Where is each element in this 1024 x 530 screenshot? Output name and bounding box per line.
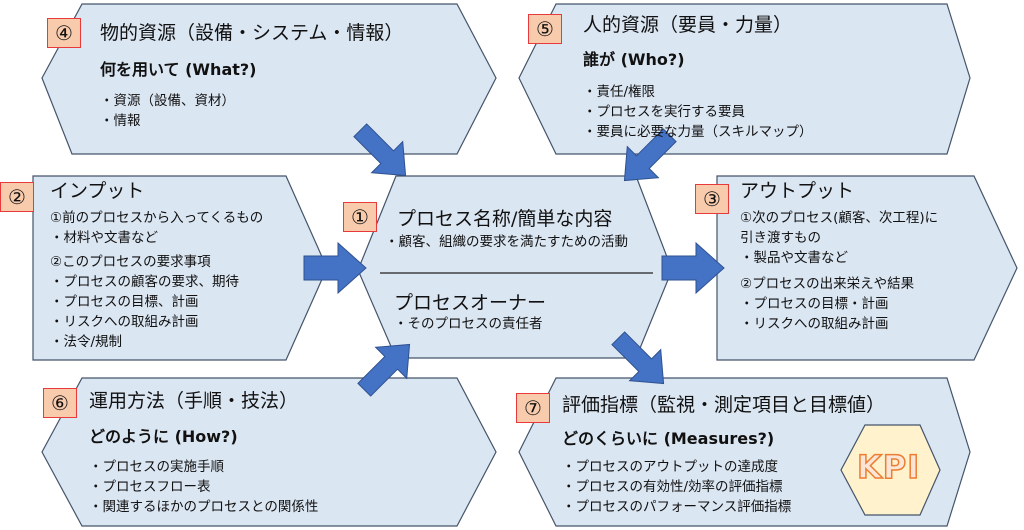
arrow-physical-to-process — [353, 123, 407, 177]
output-shape — [716, 175, 1018, 361]
human-resources-title: 人的資源（要員・力量） — [583, 14, 793, 36]
list-item: ②プロセスの出来栄えや結果 — [740, 276, 915, 292]
input-shape — [32, 175, 328, 361]
physical-resources-list: ・資源（設備、資材） ・情報 — [100, 91, 235, 131]
operation-method-title: 運用方法（手順・技法） — [89, 390, 299, 412]
list-item: ・要員に必要な力量（スキルマップ） — [583, 124, 813, 140]
input-list: ①前のプロセスから入ってくるもの ・材料や文書など ②このプロセスの要求事項 ・… — [50, 208, 263, 352]
badge-operation-method: ⑥ — [43, 388, 77, 418]
list-item: ・責任/権限 — [583, 84, 656, 100]
list-item: ・材料や文書など — [50, 230, 158, 246]
kpi-label: KPI — [856, 447, 921, 487]
input-title: インプット — [50, 180, 145, 202]
human-resources-shape — [518, 3, 971, 155]
arrow-input-to-process — [303, 241, 367, 295]
list-item: ・リスクへの取組み計画 — [50, 314, 199, 330]
list-item: ・プロセスの実施手順 — [89, 459, 224, 475]
arrow-human-to-process — [623, 128, 677, 182]
list-item: ・法令/規制 — [50, 334, 123, 350]
badge-evaluation: ⑦ — [516, 393, 550, 423]
list-item: ・プロセスを実行する要員 — [583, 104, 745, 120]
evaluation-title: 評価指標（監視・測定項目と目標値） — [562, 394, 886, 416]
list-item: ・プロセスの有効性/効率の評価指標 — [562, 479, 783, 495]
output-title: アウトプット — [740, 180, 855, 202]
operation-method-list: ・プロセスの実施手順 ・プロセスフロー表 ・関連するほかのプロセスとの関係性 — [89, 457, 318, 517]
process-description: ・顧客、組織の要求を満たすための活動 — [385, 234, 628, 250]
process-owner-description: ・そのプロセスの責任者 — [394, 316, 543, 332]
list-item: ・プロセスのアウトプットの達成度 — [562, 459, 778, 475]
physical-resources-title: 物的資源（設備・システム・情報） — [100, 22, 404, 44]
arrow-process-to-output — [661, 241, 725, 295]
badge-input: ② — [0, 182, 34, 212]
list-item: ・関連するほかのプロセスとの関係性 — [89, 499, 319, 515]
list-item: ①前のプロセスから入ってくるもの — [50, 210, 264, 226]
badge-human-resources: ⑤ — [528, 14, 562, 44]
list-item: ・プロセスの目標、計画 — [50, 294, 199, 310]
list-item: ・プロセスの目標・計画 — [740, 296, 889, 312]
human-resources-list: ・責任/権限 ・プロセスを実行する要員 ・要員に必要な力量（スキルマップ） — [583, 82, 813, 142]
physical-resources-shape — [41, 3, 497, 155]
list-item: ・プロセスのパフォーマンス評価指標 — [562, 499, 792, 515]
arrow-operation-to-process — [357, 343, 411, 397]
physical-resources-question: 何を用いて (What?) — [100, 60, 257, 79]
list-item: ・プロセスの顧客の要求、期待 — [50, 274, 239, 290]
list-item: ・リスクへの取組み計画 — [740, 316, 889, 332]
badge-process: ① — [343, 202, 377, 232]
operation-method-question: どのように (How?) — [89, 427, 238, 446]
list-item: ①次のプロセス(顧客、次工程)に — [740, 210, 939, 226]
arrow-process-to-evaluation — [611, 331, 665, 385]
evaluation-question: どのくらいに (Measures?) — [562, 429, 775, 448]
human-resources-question: 誰が (Who?) — [583, 50, 685, 69]
list-item: ・資源（設備、資材） — [100, 93, 235, 109]
process-title: プロセス名称/簡単な内容 — [397, 208, 613, 230]
badge-output: ③ — [695, 184, 729, 214]
list-item: ・製品や文書など — [740, 250, 848, 266]
list-item: ・情報 — [100, 113, 141, 129]
evaluation-list: ・プロセスのアウトプットの達成度 ・プロセスの有効性/効率の評価指標 ・プロセス… — [562, 457, 791, 517]
list-item: ・プロセスフロー表 — [89, 479, 211, 495]
kpi-hexagon — [840, 424, 941, 516]
badge-physical-resources: ④ — [47, 18, 81, 48]
operation-method-shape — [41, 377, 497, 527]
process-owner-title: プロセスオーナー — [394, 292, 547, 314]
list-item: 引き渡すもの — [740, 230, 821, 246]
list-item: ②このプロセスの要求事項 — [50, 254, 211, 270]
output-list: ①次のプロセス(顧客、次工程)に 引き渡すもの ・製品や文書など ②プロセスの出… — [740, 208, 938, 334]
